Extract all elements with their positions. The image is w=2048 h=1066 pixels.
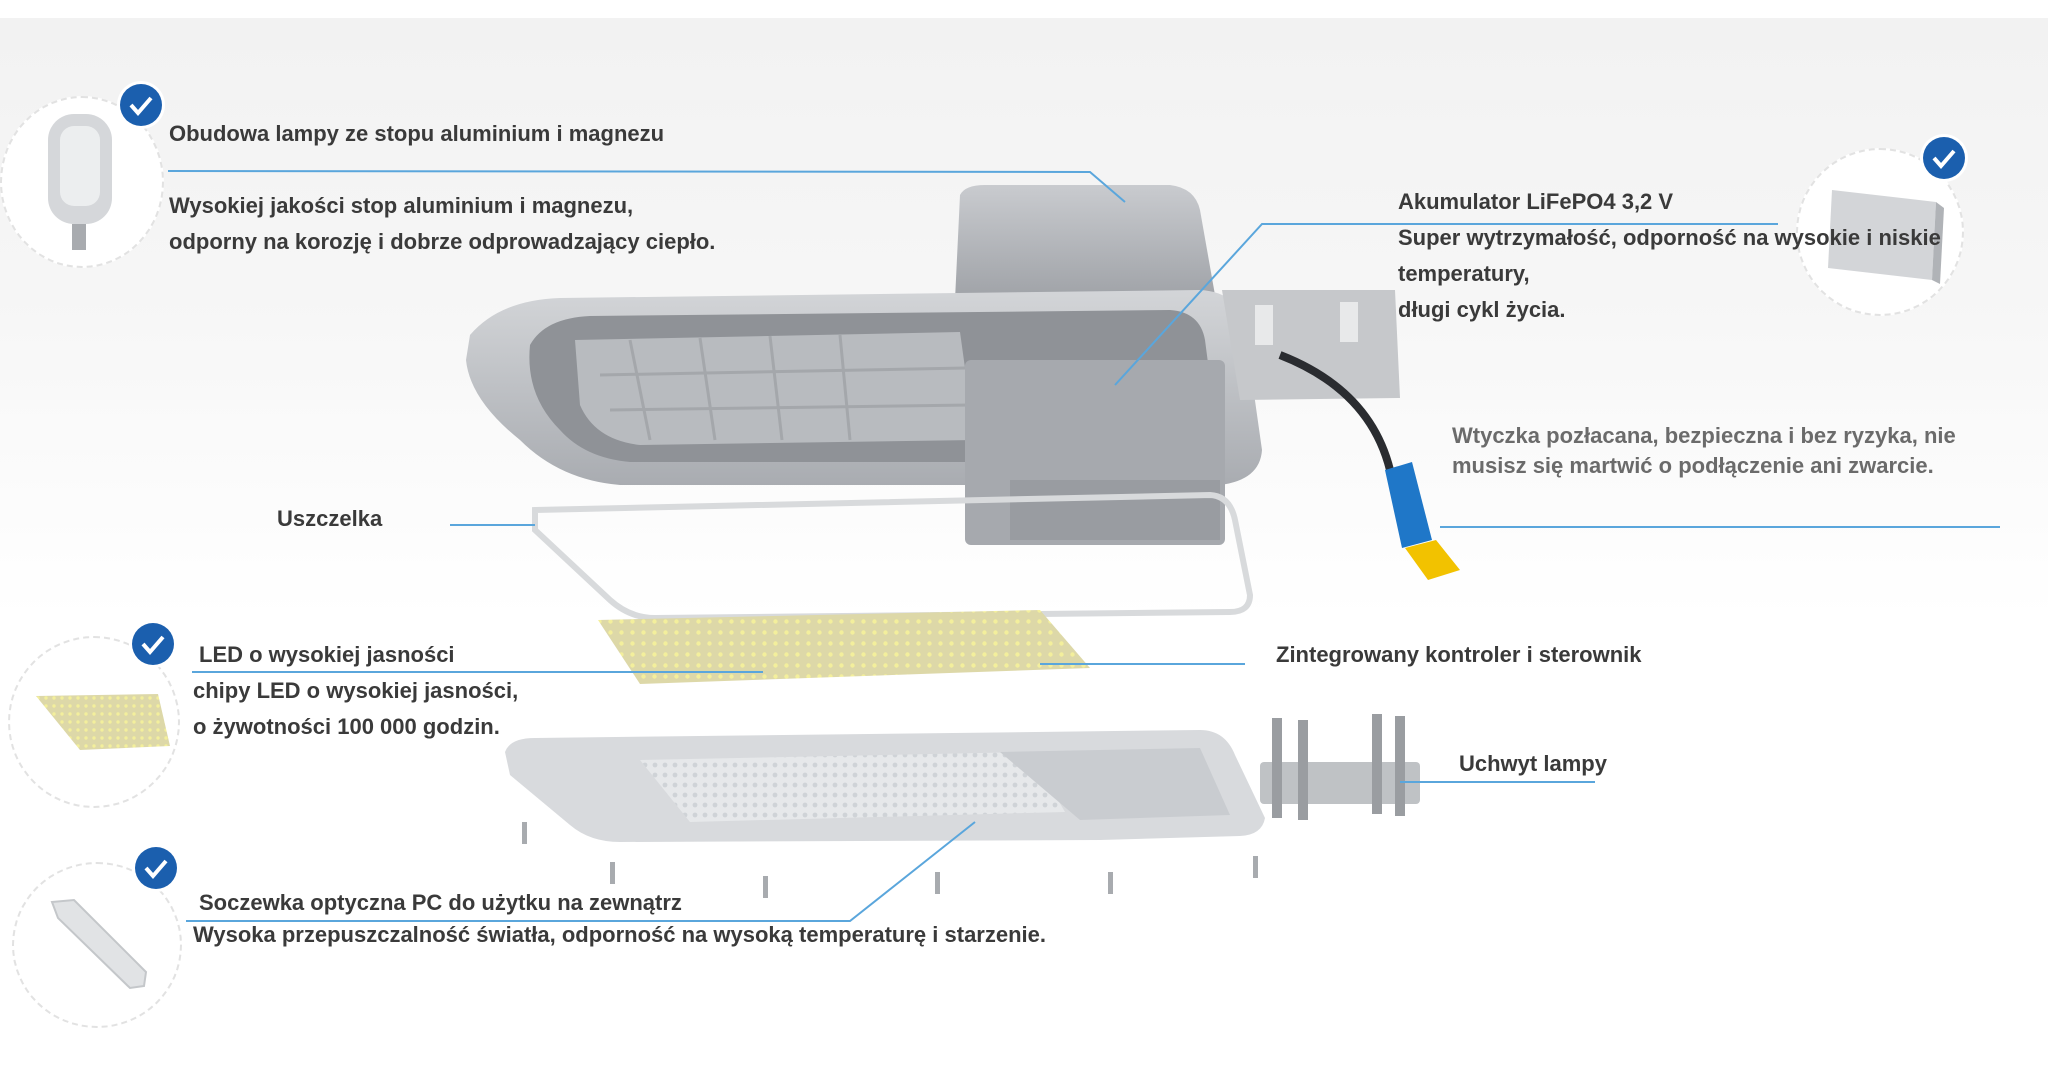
led-board-thumbnail-icon [36,694,170,750]
battery-title: Akumulator LiFePO4 3,2 V [1398,189,1674,214]
check-badge-icon [132,623,174,665]
lens-description-line: Wysoka przepuszczalność światła, odporno… [193,922,1046,947]
gasket-title: Uszczelka [277,506,383,531]
check-badge-icon [120,84,162,126]
battery-thumbnail-icon [1828,190,1944,284]
lens-cover [505,730,1265,842]
plug-description-line: musisz się martwić o podłączenie ani zwa… [1452,453,1934,478]
housing-thumbnail [0,96,164,268]
bracket-title: Uchwyt lampy [1459,751,1607,776]
plug-description-line: Wtyczka pozłacana, bezpieczna i bez ryzy… [1452,423,1956,448]
plug-description: Wtyczka pozłacana, bezpieczna i bez ryzy… [1452,421,1956,481]
battery-description: Super wytrzymałość, odporność na wysokie… [1398,220,1941,328]
battery-description-line: Super wytrzymałość, odporność na wysokie… [1398,225,1941,250]
street-lamp-thumbnail-icon [48,114,112,250]
housing-description: Wysokiej jakości stop aluminium i magnez… [169,188,715,260]
housing-description-line: Wysokiej jakości stop aluminium i magnez… [169,193,634,218]
gasket [532,491,1254,622]
lens-title: Soczewka optyczna PC do użytku na zewnąt… [199,890,682,915]
lamp-housing [466,185,1400,545]
led-thumbnail [8,636,180,808]
led-title: LED o wysokiej jasności [199,642,455,667]
leader-lines [167,170,2000,922]
battery-description-line: temperatury, [1398,261,1530,286]
led-description: chipy LED o wysokiej jasności, o żywotno… [193,673,518,745]
led-description-line: chipy LED o wysokiej jasności, [193,678,519,703]
lens-thumbnail-icon [50,898,148,990]
housing-description-line: odporny na korozję i dobrze odprowadzają… [169,229,716,254]
controller-title: Zintegrowany kontroler i sterownik [1276,642,1642,667]
check-badge-icon [135,847,177,889]
lens-thumbnail [12,862,182,1028]
led-description-line: o żywotności 100 000 godzin. [193,714,500,739]
screws [522,822,1258,898]
housing-title: Obudowa lampy ze stopu aluminium i magne… [169,121,665,146]
check-badge-icon [1923,137,1965,179]
lamp-bracket [1260,714,1420,820]
battery-description-line: długi cykl życia. [1398,297,1566,322]
lens-description: Wysoka przepuszczalność światła, odporno… [193,917,1046,953]
led-board [598,610,1090,684]
plug-cable [1278,351,1460,580]
